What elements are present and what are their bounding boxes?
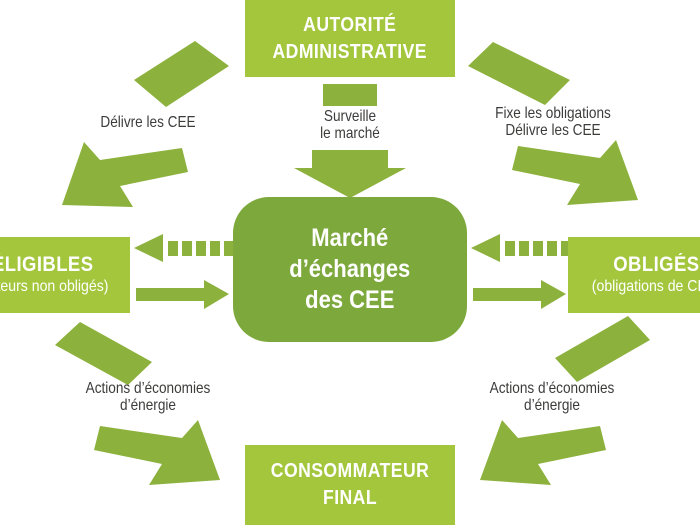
label-savings-left: Actions d’économies d’énergie [85,380,211,414]
arrow-market-to-obliges-icon [473,280,566,309]
node-authority-line1: AUTORITÉ [303,13,397,36]
arrow-tail [134,41,229,107]
node-eligibles-subtitle: (acteurs non obligés) [0,278,109,295]
node-authority-line2: ADMINISTRATIVE [272,40,428,63]
node-consumer-line1: CONSOMMATEUR [270,460,430,482]
arrow-head [541,280,566,309]
arrow-tail [55,322,152,385]
node-authority: AUTORITÉ ADMINISTRATIVE [245,0,455,77]
label-monitor-market: Surveille le marché [320,108,380,142]
node-eligibles: ÉLIGIBLES (acteurs non obligés) [0,237,130,313]
arrow-head [471,234,500,262]
arrow-head [204,280,229,309]
arrow-tail [473,288,541,301]
arrow-market-to-eligibles-dashed-icon [134,234,234,262]
arrow-eligibles-to-consumer-icon [55,322,220,485]
label-deliver-cee-left: Délivre les CEE [100,114,196,131]
node-obliges: OBLIGÉS (obligations de CEE) [568,237,700,313]
arrow-obliges-to-consumer-icon [480,316,650,485]
arrow-obliges-to-market-dashed-icon [471,234,571,262]
arrow-head [294,150,406,198]
label-savings-right: Actions d’économies d’énergie [489,380,615,414]
node-market: Marché d’échanges des CEE [233,197,467,342]
node-market-line2: d’échanges [289,255,411,283]
node-consumer: CONSOMMATEUR FINAL [245,445,455,525]
arrow-tail [136,288,204,301]
node-market-line1: Marché [311,224,389,252]
arrow-tail [323,84,377,106]
arrow-eligibles-to-market-icon [136,280,229,309]
arrow-head [134,234,163,262]
arrow-authority-to-market-icon [294,84,406,198]
label-fix-obligations: Fixe les obligations Délivre les CEE [495,105,611,139]
node-eligibles-title: ÉLIGIBLES [0,253,94,276]
node-consumer-line2: FINAL [322,487,378,509]
arrow-tail [468,42,570,105]
arrow-head [94,420,220,485]
arrow-head [62,142,188,207]
arrow-authority-to-eligibles-icon [62,41,229,207]
node-obliges-subtitle: (obligations de CEE) [591,278,700,295]
arrow-authority-to-obliges-icon [468,42,638,205]
arrow-head [480,420,606,485]
arrow-tail [555,316,650,382]
node-obliges-title: OBLIGÉS [613,253,700,276]
node-market-line3: des CEE [305,286,395,314]
arrow-head [512,140,638,205]
